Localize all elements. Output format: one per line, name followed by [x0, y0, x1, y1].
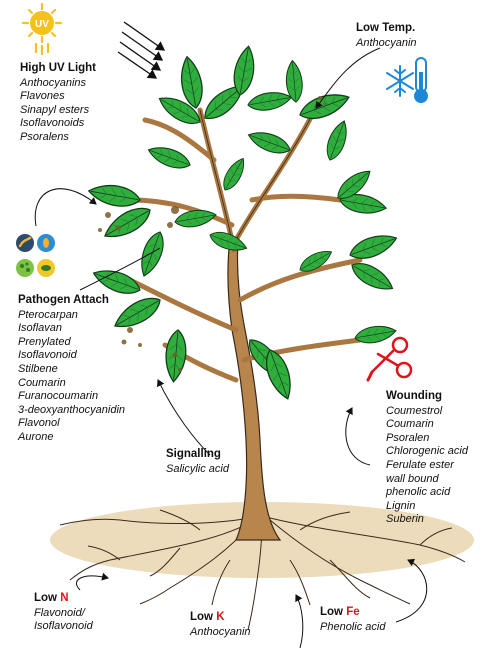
pathogen-item: 3-deoxyanthocyanidin — [18, 404, 125, 418]
pathogen-bacteria-icon — [16, 234, 34, 252]
uv-item: Isoflavonoids — [20, 117, 96, 131]
wounding-item: Lignin — [386, 500, 468, 514]
wounding-item: Psoralen — [386, 432, 468, 446]
pathogen-item: Furanocoumarin — [18, 390, 125, 404]
signalling-title: Signalling — [166, 448, 229, 462]
uv-rays-icon — [118, 22, 164, 78]
wounding-item: Ferulate ester — [386, 459, 468, 473]
signalling-label-group: Signalling Salicylic acid — [166, 448, 229, 476]
wounding-title: Wounding — [386, 390, 468, 404]
thermometer-icon — [414, 58, 428, 103]
pathogen-item: Aurone — [18, 431, 125, 445]
pathogen-item: Pterocarpan — [18, 309, 125, 323]
wounding-item: wall bound — [386, 473, 468, 487]
low-fe-item: Phenolic acid — [320, 621, 385, 635]
pathogen-item: Isoflavonoid — [18, 349, 125, 363]
low-temp-title: Low Temp. — [356, 22, 417, 36]
pathogen-item: Isoflavan — [18, 322, 125, 336]
wounding-label-group: Wounding Coumestrol Coumarin Psoralen Ch… — [386, 390, 468, 527]
pathogen-item: Coumarin — [18, 377, 125, 391]
uv-badge-text: UV — [35, 19, 49, 30]
uv-label-group: High UV Light Anthocyanins Flavones Sina… — [20, 62, 96, 145]
uv-item: Sinapyl esters — [20, 104, 96, 118]
pathogen-item: Flavonol — [18, 417, 125, 431]
pathogen-fungus-icon — [16, 259, 34, 277]
uv-item: Flavones — [20, 90, 96, 104]
wounding-item: phenolic acid — [386, 486, 468, 500]
low-n-item: Isoflavonoid — [34, 620, 93, 634]
low-k-prefix: Low — [190, 611, 216, 623]
low-n-prefix: Low — [34, 592, 60, 604]
low-temp-item: Anthocyanin — [356, 37, 417, 51]
wounding-item: Chlorogenic acid — [386, 445, 468, 459]
low-temp-label-group: Low Temp. Anthocyanin — [356, 22, 417, 50]
pathogen-label-group: Pathogen Attach Pterocarpan Isoflavan Pr… — [18, 294, 125, 445]
low-fe-label-group: Low Fe Phenolic acid — [320, 606, 385, 634]
low-k-element: K — [216, 611, 224, 623]
low-fe-prefix: Low — [320, 606, 346, 618]
low-fe-element: Fe — [346, 606, 359, 618]
snowflake-icon — [387, 66, 413, 96]
pathogen-item: Stilbene — [18, 363, 125, 377]
wounding-item: Coumarin — [386, 418, 468, 432]
low-n-element: N — [60, 592, 68, 604]
pathogen-title: Pathogen Attach — [18, 294, 125, 308]
scissors-icon — [368, 338, 411, 380]
signalling-item: Salicylic acid — [166, 463, 229, 477]
uv-title: High UV Light — [20, 62, 96, 76]
uv-item: Psoralens — [20, 131, 96, 145]
uv-item: Anthocyanins — [20, 77, 96, 91]
pathogen-item: Prenylated — [18, 336, 125, 350]
low-n-label-group: Low N Flavonoid/ Isoflavonoid — [34, 592, 93, 634]
wounding-item: Suberin — [386, 513, 468, 527]
wounding-item: Coumestrol — [386, 405, 468, 419]
sun-uv-icon: UV — [23, 4, 61, 54]
low-k-label-group: Low K Anthocyanin — [190, 611, 251, 639]
low-n-item: Flavonoid/ — [34, 607, 93, 621]
low-k-item: Anthocyanin — [190, 626, 251, 640]
